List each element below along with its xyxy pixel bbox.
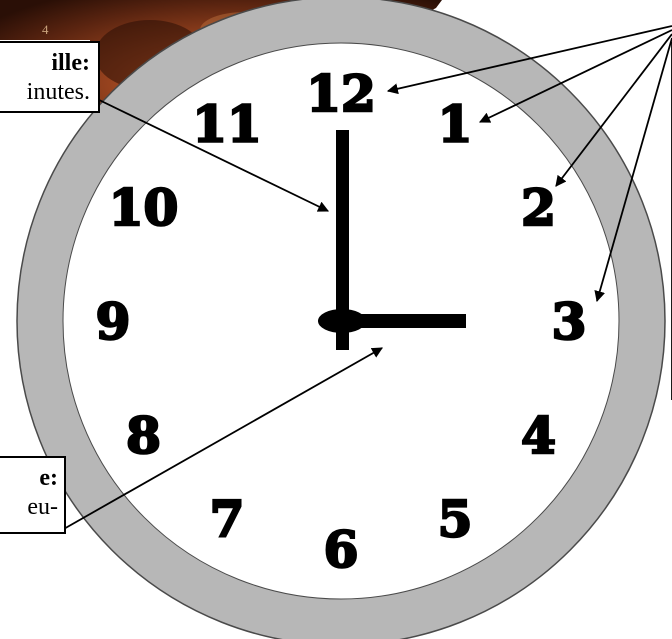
hour-hand-callout-title: e:: [0, 464, 58, 493]
clock-numeral-2: 2: [521, 178, 556, 237]
clock-numeral-6: 6: [324, 520, 359, 579]
clock-numeral-11: 11: [192, 95, 262, 154]
minute-hand-callout: ille: inutes.: [0, 41, 100, 113]
hand-pivot: [318, 309, 366, 333]
clock-numeral-5: 5: [438, 490, 473, 549]
minute-hand-callout-title: ille:: [0, 49, 90, 78]
clock-numeral-7: 7: [210, 490, 245, 549]
clock-numeral-1: 1: [438, 95, 473, 154]
clock-numeral-8: 8: [126, 406, 161, 465]
clock-numeral-4: 4: [521, 406, 556, 465]
clock-numeral-12: 12: [306, 64, 376, 123]
clock-numeral-9: 9: [96, 292, 131, 351]
minute-hand-callout-text: inutes.: [0, 78, 90, 107]
hour-hand-callout: e: eu-: [0, 456, 66, 534]
clock-numeral-3: 3: [552, 292, 587, 351]
clock-numeral-10: 10: [109, 178, 179, 237]
hour-hand-callout-text: eu-: [0, 493, 58, 522]
photo-digit: 4: [42, 22, 49, 37]
